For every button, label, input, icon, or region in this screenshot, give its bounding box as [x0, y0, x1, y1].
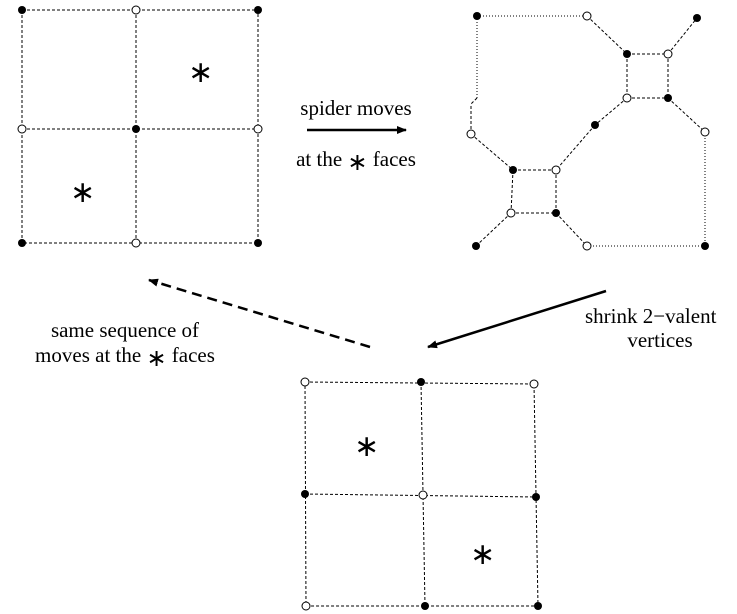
- vertex-black: [509, 166, 517, 174]
- faces-text: faces: [372, 147, 416, 171]
- vertex-white: [529, 379, 539, 389]
- vertex-white: [663, 49, 673, 59]
- same-sequence-label-line2: moves at the ∗ faces: [0, 343, 250, 372]
- vertex-white: [418, 490, 428, 500]
- vertex-black: [664, 94, 672, 102]
- vertex-white: [17, 124, 27, 134]
- vertex-black: [421, 602, 429, 610]
- vertex-white: [622, 93, 632, 103]
- vertex-black: [301, 490, 309, 498]
- vertex-white: [466, 129, 476, 139]
- vertex-black: [552, 209, 560, 217]
- vertex-black: [701, 242, 709, 250]
- vertex-white: [300, 377, 310, 387]
- vertex-white: [506, 208, 516, 218]
- face-marker-icon: ∗: [70, 175, 96, 210]
- vertex-white: [131, 5, 141, 15]
- top-right-vertices: [466, 11, 710, 251]
- top-right-graph-edges: [470, 15, 706, 247]
- vertex-black: [254, 239, 262, 247]
- face-marker-icon: ∗: [347, 148, 368, 176]
- vertex-black: [472, 242, 480, 250]
- face-marker-icon: ∗: [188, 55, 214, 90]
- shrink-label-line1: shrink 2−valent: [585, 304, 717, 328]
- vertex-black: [473, 12, 481, 20]
- vertex-black: [132, 125, 140, 133]
- vertex-black: [623, 50, 631, 58]
- vertex-white: [253, 124, 263, 134]
- bottom-vertices: [300, 377, 542, 611]
- vertex-black: [254, 6, 262, 14]
- vertex-white: [131, 238, 141, 248]
- vertex-white: [582, 11, 592, 21]
- top-left-vertices: [17, 5, 263, 248]
- face-marker-icon: ∗: [146, 344, 167, 372]
- arrow-same-sequence-dashed: [148, 278, 371, 349]
- vertex-white: [582, 241, 592, 251]
- vertex-white: [551, 165, 561, 175]
- vertex-black: [417, 378, 425, 386]
- moves-at-the-text: moves at the: [35, 343, 142, 367]
- face-marker-icon: ∗: [470, 537, 496, 572]
- vertex-white: [301, 601, 311, 611]
- vertex-black: [534, 602, 542, 610]
- shrink-label-line2: vertices: [627, 328, 693, 352]
- face-marker-icon: ∗: [354, 429, 380, 464]
- arrow-shrink: [427, 289, 607, 349]
- vertex-white: [700, 127, 710, 137]
- at-the-faces-label: at the ∗ faces: [280, 147, 432, 176]
- vertex-black: [693, 14, 701, 22]
- spider-moves-label: spider moves: [300, 96, 412, 120]
- vertex-black: [591, 121, 599, 129]
- same-sequence-label-line1: same sequence of: [50, 318, 200, 342]
- vertex-black: [532, 493, 540, 501]
- top-left-grid: [21, 9, 259, 244]
- at-the-text: at the: [296, 147, 343, 171]
- vertex-black: [18, 6, 26, 14]
- faces-text-2: faces: [171, 343, 215, 367]
- vertex-black: [18, 239, 26, 247]
